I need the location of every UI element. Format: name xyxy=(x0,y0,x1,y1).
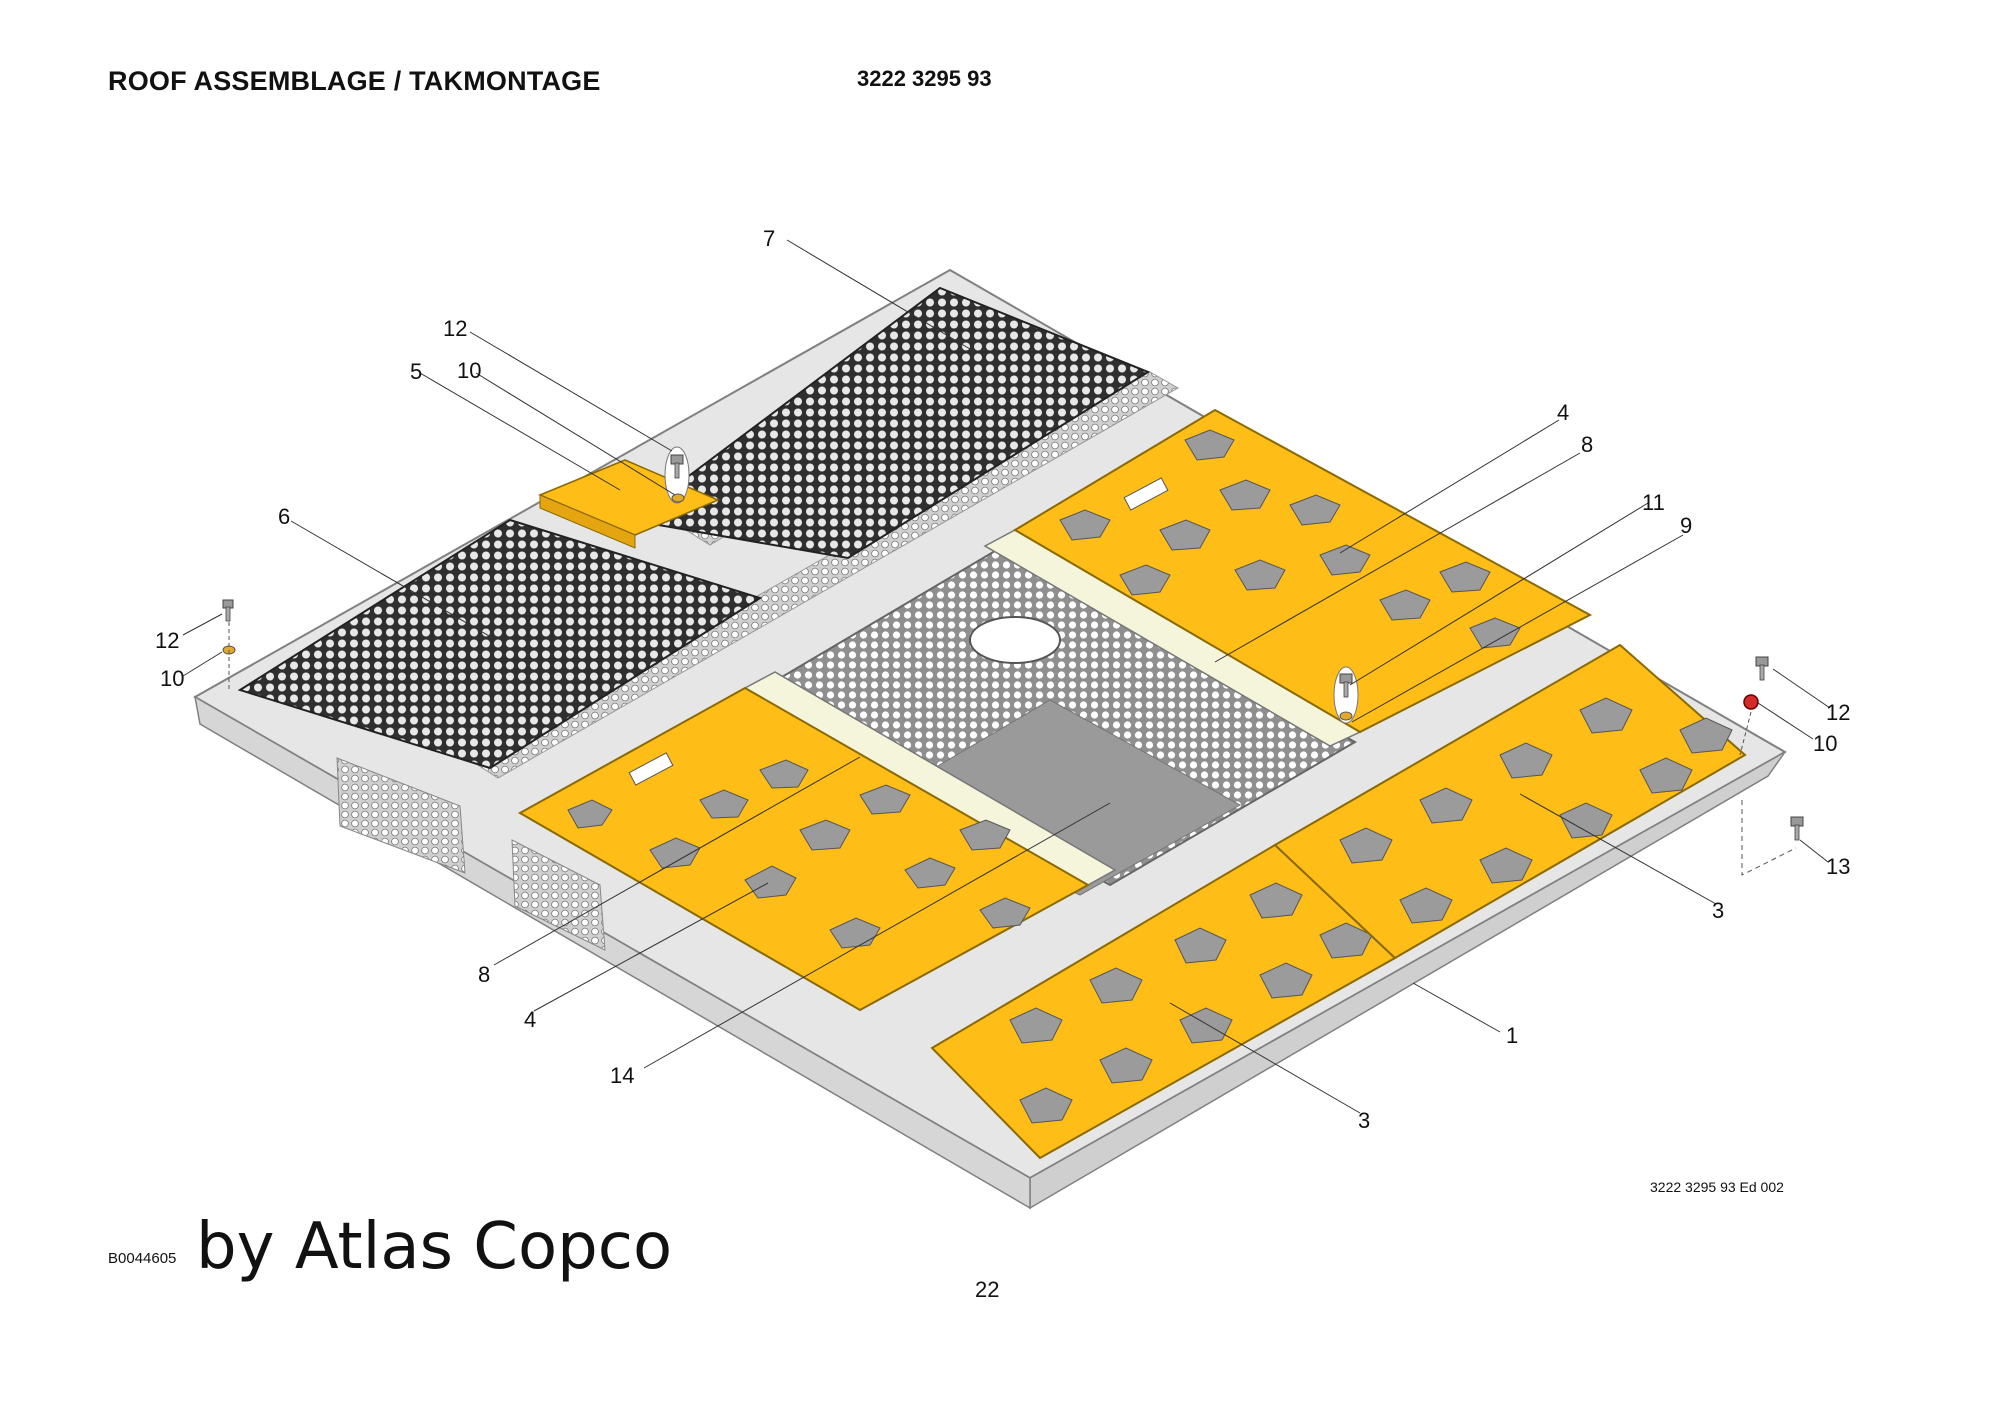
page-title: ROOF ASSEMBLAGE / TAKMONTAGE xyxy=(108,66,601,96)
page-number: 22 xyxy=(975,1277,1000,1302)
callout-10-right: 10 xyxy=(1813,731,1837,756)
callout-10-left: 10 xyxy=(160,666,184,691)
callout-3-front: 3 xyxy=(1358,1108,1370,1133)
brand-watermark: by Atlas Copco xyxy=(196,1210,673,1284)
callout-11: 11 xyxy=(1642,490,1665,515)
bolt-12-center xyxy=(664,446,690,504)
leader-lines xyxy=(182,239,1831,1114)
bolt-13 xyxy=(1741,800,1804,876)
cover-plate-5 xyxy=(538,459,720,549)
callout-6: 6 xyxy=(278,504,290,529)
callout-3-rear: 3 xyxy=(1712,898,1724,923)
panel-3-rear xyxy=(1273,643,1747,960)
callout-7: 7 xyxy=(763,226,775,251)
callout-12-right: 12 xyxy=(1826,700,1850,725)
callout-9: 9 xyxy=(1680,513,1692,538)
callout-14: 14 xyxy=(610,1063,634,1088)
callout-8-right: 8 xyxy=(1581,432,1593,457)
callout-12-center: 12 xyxy=(443,316,467,341)
callout-12-left: 12 xyxy=(155,628,179,653)
grille-6 xyxy=(237,518,763,770)
callout-10-center: 10 xyxy=(457,358,481,383)
part-number: 3222 3295 93 xyxy=(857,66,992,91)
callout-8-left: 8 xyxy=(478,962,490,987)
callout-4-left: 4 xyxy=(524,1007,536,1032)
grille-7 xyxy=(627,286,1151,560)
callout-1: 1 xyxy=(1506,1023,1518,1048)
panel-3-front xyxy=(930,843,1397,1160)
bolt-12-left xyxy=(222,599,236,690)
callout-13: 13 xyxy=(1826,854,1850,879)
edition-label: 3222 3295 93 Ed 002 xyxy=(1650,1179,1784,1195)
center-plate-14 xyxy=(757,546,1358,896)
panel-4-right xyxy=(1013,408,1593,734)
callout-5: 5 xyxy=(410,359,422,384)
callout-4-right: 4 xyxy=(1557,400,1569,425)
bolt-12-right xyxy=(1739,656,1769,756)
image-code: B0044605 xyxy=(108,1250,177,1267)
callout-labels: 7 12 5 10 6 12 10 4 8 11 9 12 10 13 3 1 … xyxy=(155,226,1850,1133)
bolt-11 xyxy=(1333,666,1359,724)
panel-4-left xyxy=(517,686,1091,1012)
